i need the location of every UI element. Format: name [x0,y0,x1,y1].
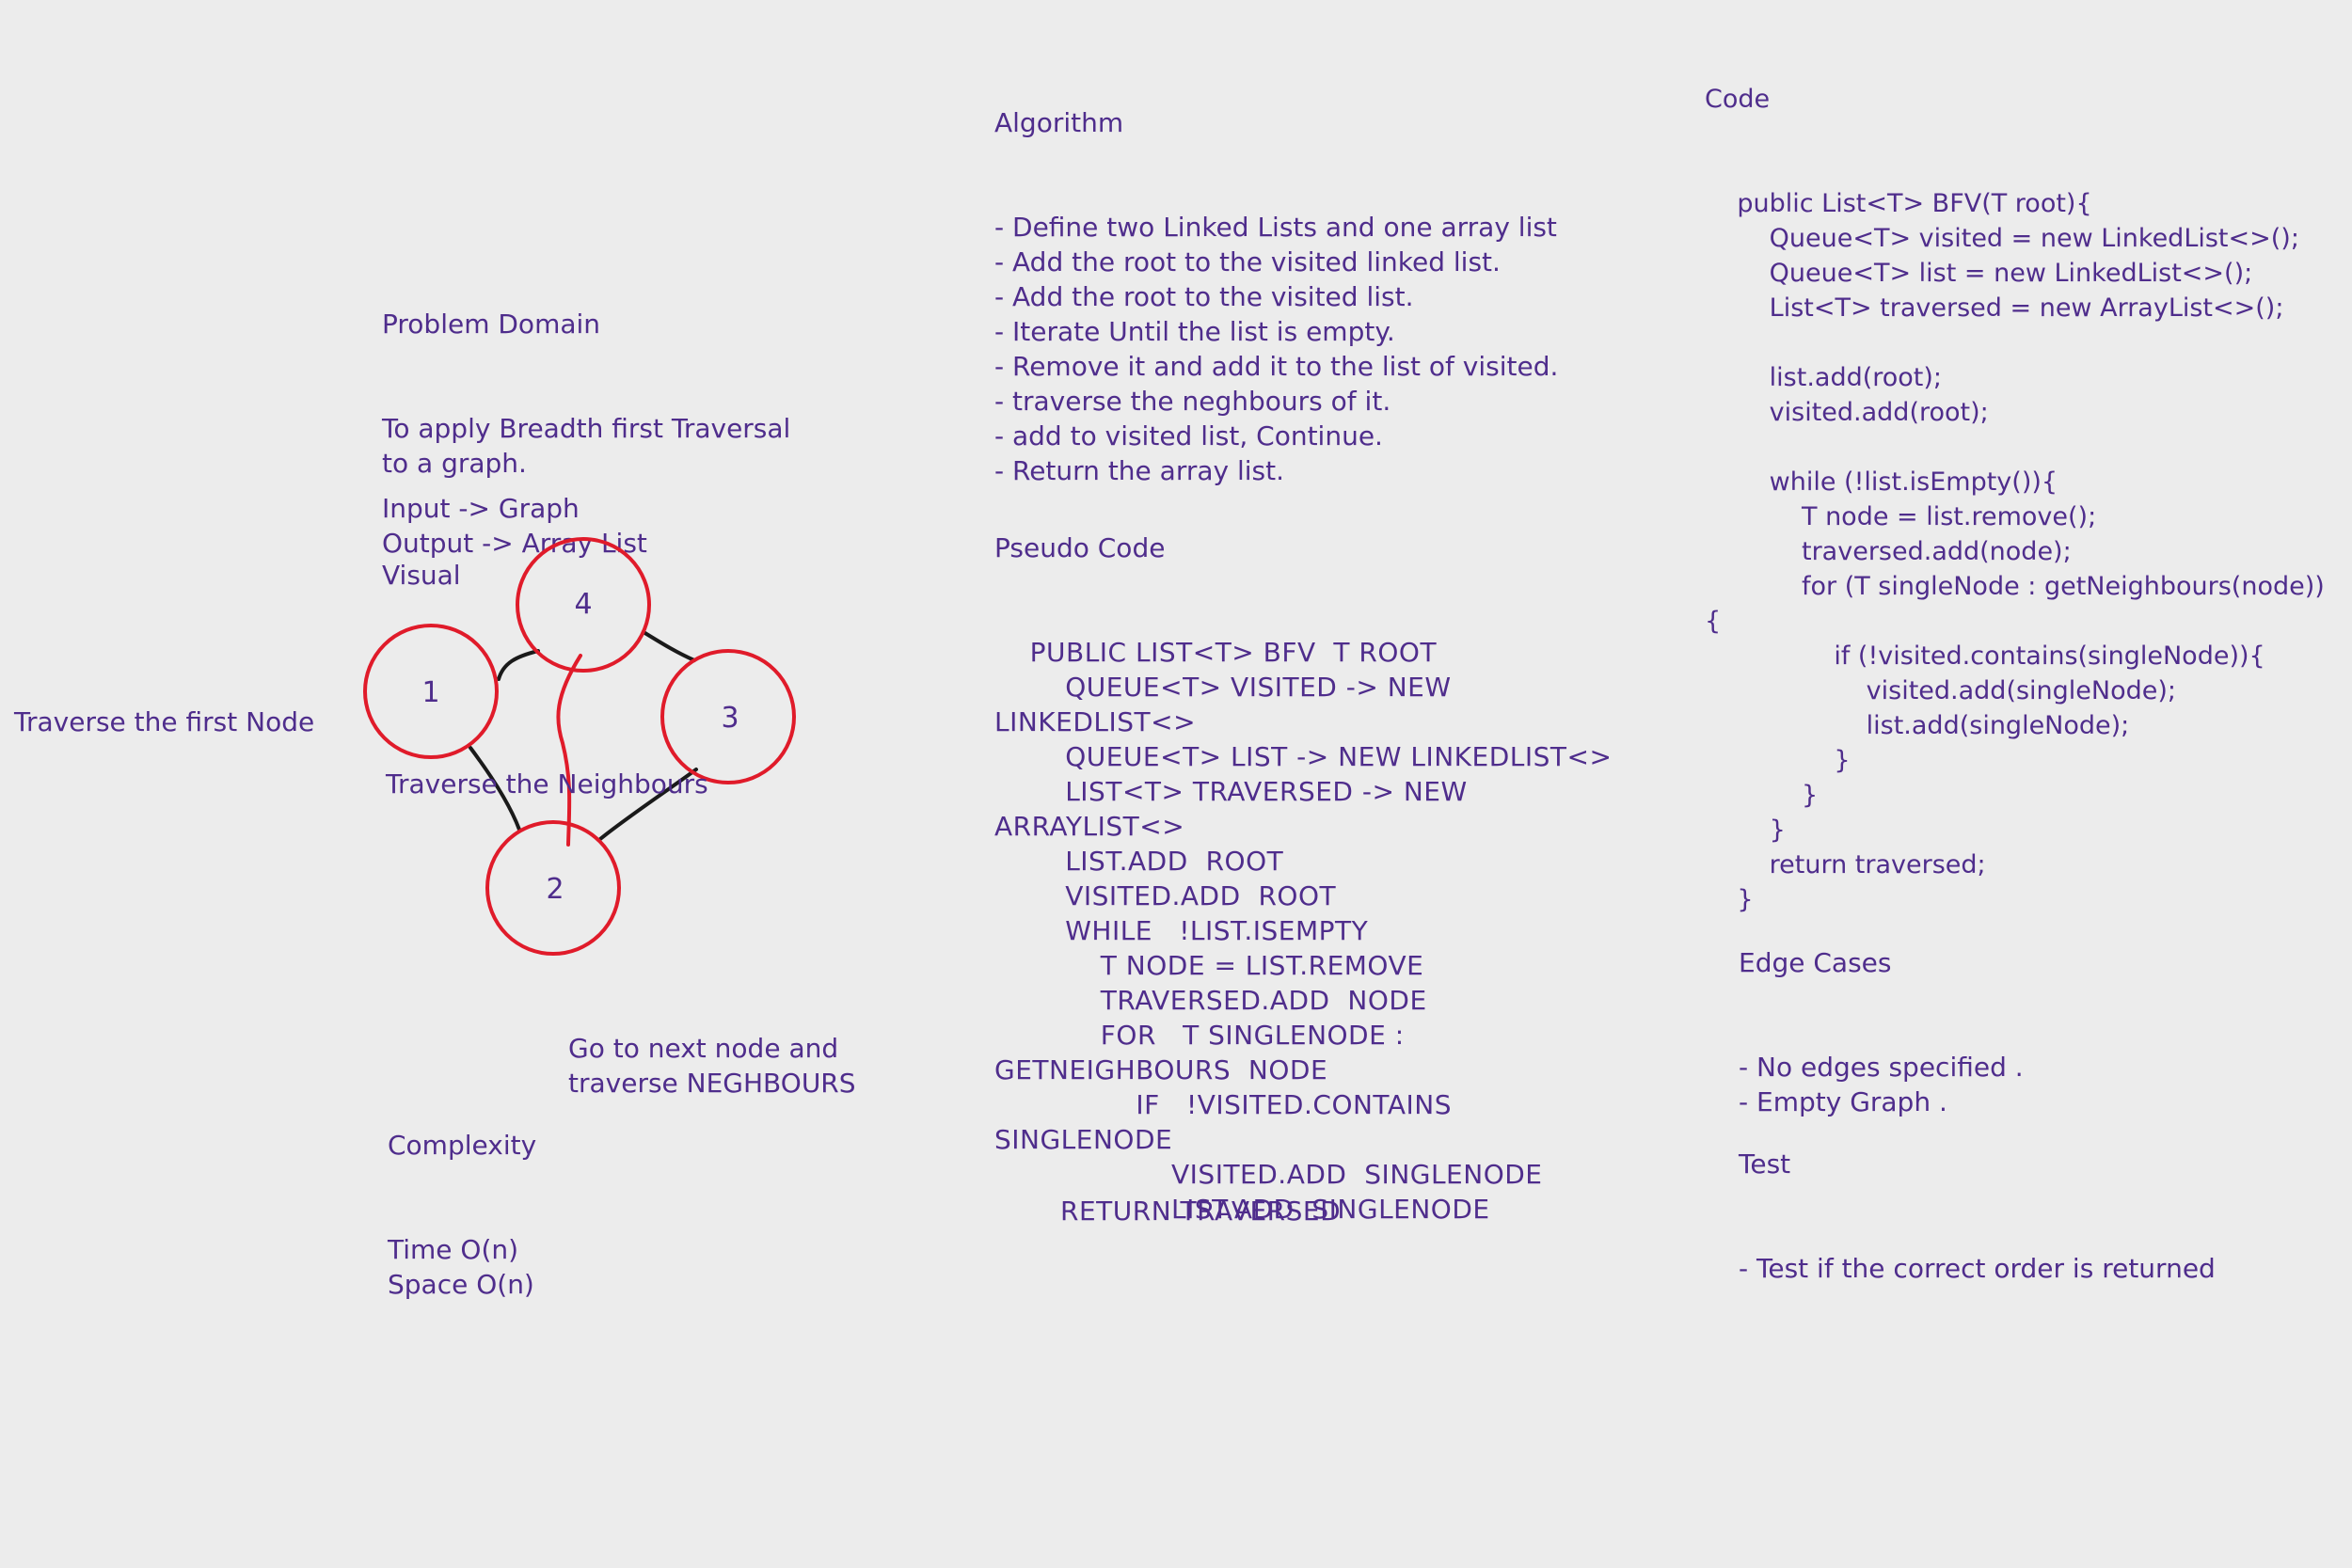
edge-cases-lines: - No edges specified .- Empty Graph . [1739,1050,2024,1119]
text-line: GETNEIGHBOURS NODE [994,1054,1328,1085]
text-line: Queue<T> visited = new LinkedList<>(); [1705,224,2299,253]
problem-domain-section: Problem Domain To apply Breadth first Tr… [382,237,790,515]
text-line: while (!list.isEmpty()){ [1705,467,2058,497]
text-line: - traverse the neghbours of it. [994,386,1391,417]
graph-node-1: 1 [363,624,499,759]
text-line: - Add the root to the visited list. [994,281,1414,312]
text-line [1705,430,2325,465]
text-line: LIST.ADD ROOT [994,846,1284,877]
pseudo-code-section: Pseudo Code PUBLIC LIST<T> BFV T ROOT QU… [994,461,1612,1261]
text-line: PUBLIC LIST<T> BFV T ROOT [994,637,1438,668]
text-line [1705,325,2325,360]
text-line: Space O(n) [388,1269,534,1300]
code-section: Code public List<T> BFV(T root){ Queue<T… [1705,12,2325,952]
text-line: VISITED.ADD SINGLENODE [994,1159,1543,1190]
graph-node-3: 3 [660,649,796,784]
text-line: Input -> Graph [382,493,580,524]
text-line: for (T singleNode : getNeighbours(node)) [1705,572,2325,601]
text-line: VISITED.ADD ROOT [994,880,1337,911]
text-line: to a graph. [382,448,527,479]
annotation-next-node-lines: Go to next node and traverse NEGHBOURS [568,1031,856,1101]
text-line: IF !VISITED.CONTAINS [994,1089,1452,1120]
text-line: ARRAYLIST<> [994,811,1185,842]
text-line: Time O(n) [388,1234,519,1265]
text-line: - Define two Linked Lists and one array … [994,212,1557,243]
graph-nodes: 1 4 3 2 [363,537,796,956]
text-line: T node = list.remove(); [1705,502,2097,531]
text-line: List<T> traversed = new ArrayList<>(); [1705,293,2284,323]
pseudo-code-return: RETURN TRAVERSED [1060,1196,1342,1227]
text-line: Output -> Array List [382,528,647,559]
algorithm-section: Algorithm - Define two Linked Lists and … [994,36,1558,523]
text-line: - Empty Graph . [1739,1086,1947,1117]
text-line: - Iterate Until the list is empty. [994,316,1395,347]
algorithm-lines: - Define two Linked Lists and one array … [994,210,1558,488]
text-line: { [1705,607,1722,636]
test-section: Test - Test if the correct order is retu… [1739,1077,2216,1321]
text-line: } [1705,885,1754,914]
graph-edges [469,630,698,841]
edge-4-3 [642,630,696,662]
text-line: Queue<T> list = new LinkedList<>(); [1705,259,2253,288]
text-line: if (!visited.contains(singleNode)){ [1705,641,2265,671]
text-line: traverse NEGHBOURS [568,1068,856,1099]
text-line: LIST<T> TRAVERSED -> NEW [994,776,1468,807]
annotation-next-node: Go to next node and traverse NEGHBOURS [568,961,856,1135]
text-line: visited.add(root); [1705,398,1989,427]
edge-cases-section: Edge Cases - No edges specified .- Empty… [1739,876,2024,1154]
pseudo-code-lines: PUBLIC LIST<T> BFV T ROOT QUEUE<T> VISIT… [994,635,1612,1227]
text-line: traversed.add(node); [1705,537,2072,566]
graph-node-2-label: 2 [546,873,564,906]
text-line: list.add(root); [1705,363,1943,392]
pseudo-code-title: Pseudo Code [994,532,1166,563]
test-title: Test [1739,1148,1791,1180]
text-line: - Test if the correct order is returned [1739,1253,2216,1284]
text-line: - Return the array list. [994,455,1285,486]
text-line: FOR T SINGLENODE : [994,1020,1405,1051]
complexity-section: Complexity Time O(n) Space O(n) [388,1058,536,1337]
algorithm-title: Algorithm [994,107,1124,138]
text-line: } [1705,781,1819,810]
text-line: list.add(singleNode); [1705,711,2130,740]
graph-node-2: 2 [485,820,621,956]
text-line: - No edges specified . [1739,1052,2024,1083]
graph-node-1-label: 1 [421,676,439,709]
text-line: public List<T> BFV(T root){ [1705,189,2092,218]
traverse-path-4-to-2 [556,654,582,847]
problem-domain-title: Problem Domain [382,309,601,340]
code-lines: public List<T> BFV(T root){ Queue<T> vis… [1705,186,2325,917]
text-line: } [1705,816,1786,845]
test-lines: - Test if the correct order is returned [1739,1251,2216,1286]
edge-cases-title: Edge Cases [1739,947,1892,978]
visual-title: Visual [382,560,461,591]
text-line: Go to next node and [568,1033,839,1064]
text-line: WHILE !LIST.ISEMPTY [994,915,1369,946]
text-line: To apply Breadth first Traversal [382,413,791,444]
text-line: SINGLENODE [994,1124,1173,1155]
complexity-lines: Time O(n) Space O(n) [388,1232,536,1302]
text-line: TRAVERSED.ADD NODE [994,985,1427,1016]
code-title: Code [1705,85,1771,114]
edge-1-4 [497,649,540,681]
text-line: LINKEDLIST<> [994,706,1197,737]
text-line: visited.add(singleNode); [1705,676,2177,705]
annotation-traverse-neighbours: Traverse the Neighbours [386,768,708,800]
text-line: - add to visited list, Continue. [994,420,1383,451]
annotation-traverse-first-node: Traverse the first Node [14,706,315,737]
text-line: return traversed; [1705,850,1986,879]
text-line: QUEUE<T> LIST -> NEW LINKEDLIST<> [994,741,1613,772]
text-line: QUEUE<T> VISITED -> NEW [994,672,1452,703]
text-line: } [1705,746,1851,775]
text-line: T NODE = LIST.REMOVE [994,950,1424,981]
graph-node-3-label: 3 [721,702,739,735]
complexity-title: Complexity [388,1130,537,1161]
text-line: - Add the root to the visited linked lis… [994,246,1501,277]
problem-domain-lines: To apply Breadth first Traversal to a gra… [382,411,790,481]
text-line: - Remove it and add it to the list of vi… [994,351,1559,382]
text-line: LIST.ADD SINGLENODE [994,1194,1490,1225]
